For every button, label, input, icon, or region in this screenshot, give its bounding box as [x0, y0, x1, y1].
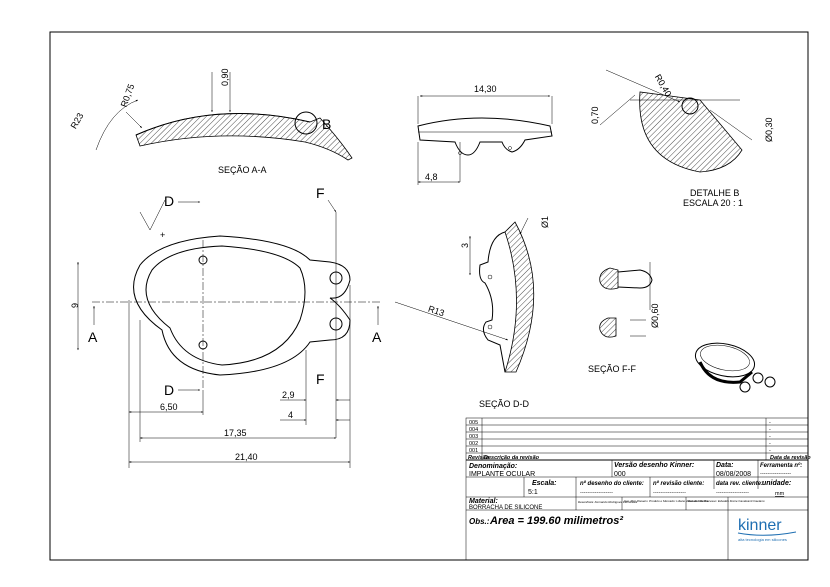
section-aa-label: SEÇÃO A-A [218, 165, 267, 175]
versao-label: Versão desenho Kinner: [614, 462, 694, 469]
section-ff-view: Ø0,60 SEÇÃO F-F [588, 262, 660, 374]
dim-r23: R23 [69, 111, 86, 130]
data-value: 08/08/2008 [716, 471, 751, 478]
ferramenta-value: ----------------- [760, 471, 791, 477]
sheet-border [49, 31, 809, 561]
isometric-view [694, 342, 776, 393]
dim-phi060: Ø0,60 [650, 303, 660, 328]
dim-phi1: Ø1 [540, 216, 550, 228]
revision-header-rev: Revisão [468, 455, 490, 461]
unidade-label: unidade: [762, 480, 791, 487]
kinner-logo: kinner [738, 517, 782, 534]
dim-650: 6,50 [160, 402, 178, 412]
section-marker-f-bottom: F [316, 371, 325, 387]
dim-48: 4,8 [425, 172, 438, 182]
detail-b-view: R0,40 0,70 Ø0,30 DETALHE B ESCALA 20 : 1 [590, 69, 774, 208]
dim-070: 0,70 [590, 106, 600, 124]
revision-003: 003 [469, 434, 478, 440]
dim-4: 4 [288, 410, 293, 420]
dim-090: 0,90 [220, 68, 230, 86]
section-marker-a-right: A [372, 329, 382, 345]
title-block: 005 004 003 002 001 - - - - - Revisão De… [465, 417, 811, 561]
revision-001: 001 [469, 448, 478, 454]
denominacao-label: Denominação: [469, 463, 517, 470]
svg-text:+: + [160, 230, 165, 240]
gerente-text: Gerente de Processo: Edvaldo Freire Cava… [688, 499, 765, 503]
svg-text:-: - [769, 434, 771, 440]
section-marker-a-left: A [88, 329, 98, 345]
dim-29: 2,9 [282, 390, 295, 400]
top-view: 14,30 4,8 [417, 84, 553, 185]
desenho-cliente-value: ------------------ [580, 490, 613, 496]
implant-outline-inner [145, 245, 306, 366]
dim-9: 9 [70, 303, 80, 308]
dim-r13: R13 [427, 304, 446, 319]
svg-text:-: - [769, 420, 771, 426]
dim-2140: 21,40 [235, 452, 258, 462]
desenhista-text: Desenhista: Fernando Rodrigues Fernandes [578, 500, 638, 504]
section-ff-label: SEÇÃO F-F [588, 364, 637, 374]
unidade-value: mm [775, 491, 785, 497]
revision-002: 002 [469, 441, 478, 447]
detail-b-scale: ESCALA 20 : 1 [683, 198, 743, 208]
section-dd-label: SEÇÃO D-D [479, 399, 530, 409]
material-value: BORRACHA DE SILICONE [469, 505, 542, 511]
detail-b-callout-circle [294, 111, 318, 135]
dim-1430: 14,30 [474, 84, 497, 94]
dim-3: 3 [460, 243, 470, 248]
section-aa-view: R23 R0,75 0,90 B SEÇÃO A-A [69, 68, 353, 175]
dim-phi030: Ø0,30 [764, 117, 774, 142]
material-label: Material: [469, 498, 498, 505]
obs-value: Area = 199.60 milimetros² [489, 515, 623, 527]
revisao-cliente-label: nº revisão cliente: [653, 480, 704, 487]
implant-outline-outer [133, 235, 351, 376]
desenho-cliente-label: nº desenho do cliente: [580, 480, 644, 487]
section-marker-d-top: D [164, 193, 174, 209]
revision-header-date: Data da revisão [770, 455, 811, 461]
section-dd-view: 3 Ø1 R13 SEÇÃO D-D [394, 216, 550, 409]
data-rev-label: data rev. cliente: [716, 481, 763, 487]
versao-value: 000 [614, 471, 626, 478]
escala-label: Escala: [532, 480, 557, 487]
revision-005: 005 [469, 420, 478, 426]
ferramenta-label: Ferramenta nº: [760, 462, 802, 469]
obs-label: Obs.: [469, 517, 490, 526]
section-marker-f-top: F [316, 185, 325, 201]
svg-text:-: - [769, 448, 771, 454]
revision-004: 004 [469, 427, 478, 433]
revisao-cliente-value: ------------------ [653, 490, 686, 496]
dim-r075: R0,75 [119, 82, 137, 108]
front-view: D D F F A A + 9 6,50 2,9 4 17,35 21,4 [70, 185, 382, 468]
revision-header-desc: Descrição da revisão [484, 455, 540, 461]
denominacao-value: IMPLANTE OCULAR [469, 471, 535, 478]
dim-1735: 17,35 [224, 428, 247, 438]
section-marker-d-bottom: D [164, 382, 174, 398]
data-label: Data: [716, 462, 734, 469]
svg-text:-: - [769, 427, 771, 433]
svg-text:-: - [769, 441, 771, 447]
detail-b-callout-letter: B [322, 116, 331, 132]
projetista-text: Ger. Proj./Desenv. Produto e Mercado: Li… [624, 499, 709, 503]
detail-b-label: DETALHE B [690, 188, 739, 198]
escala-value: 5:1 [528, 489, 538, 496]
data-rev-value: ------------------ [716, 490, 749, 496]
kinner-tagline: alta tecnologia em silicones [738, 537, 787, 542]
